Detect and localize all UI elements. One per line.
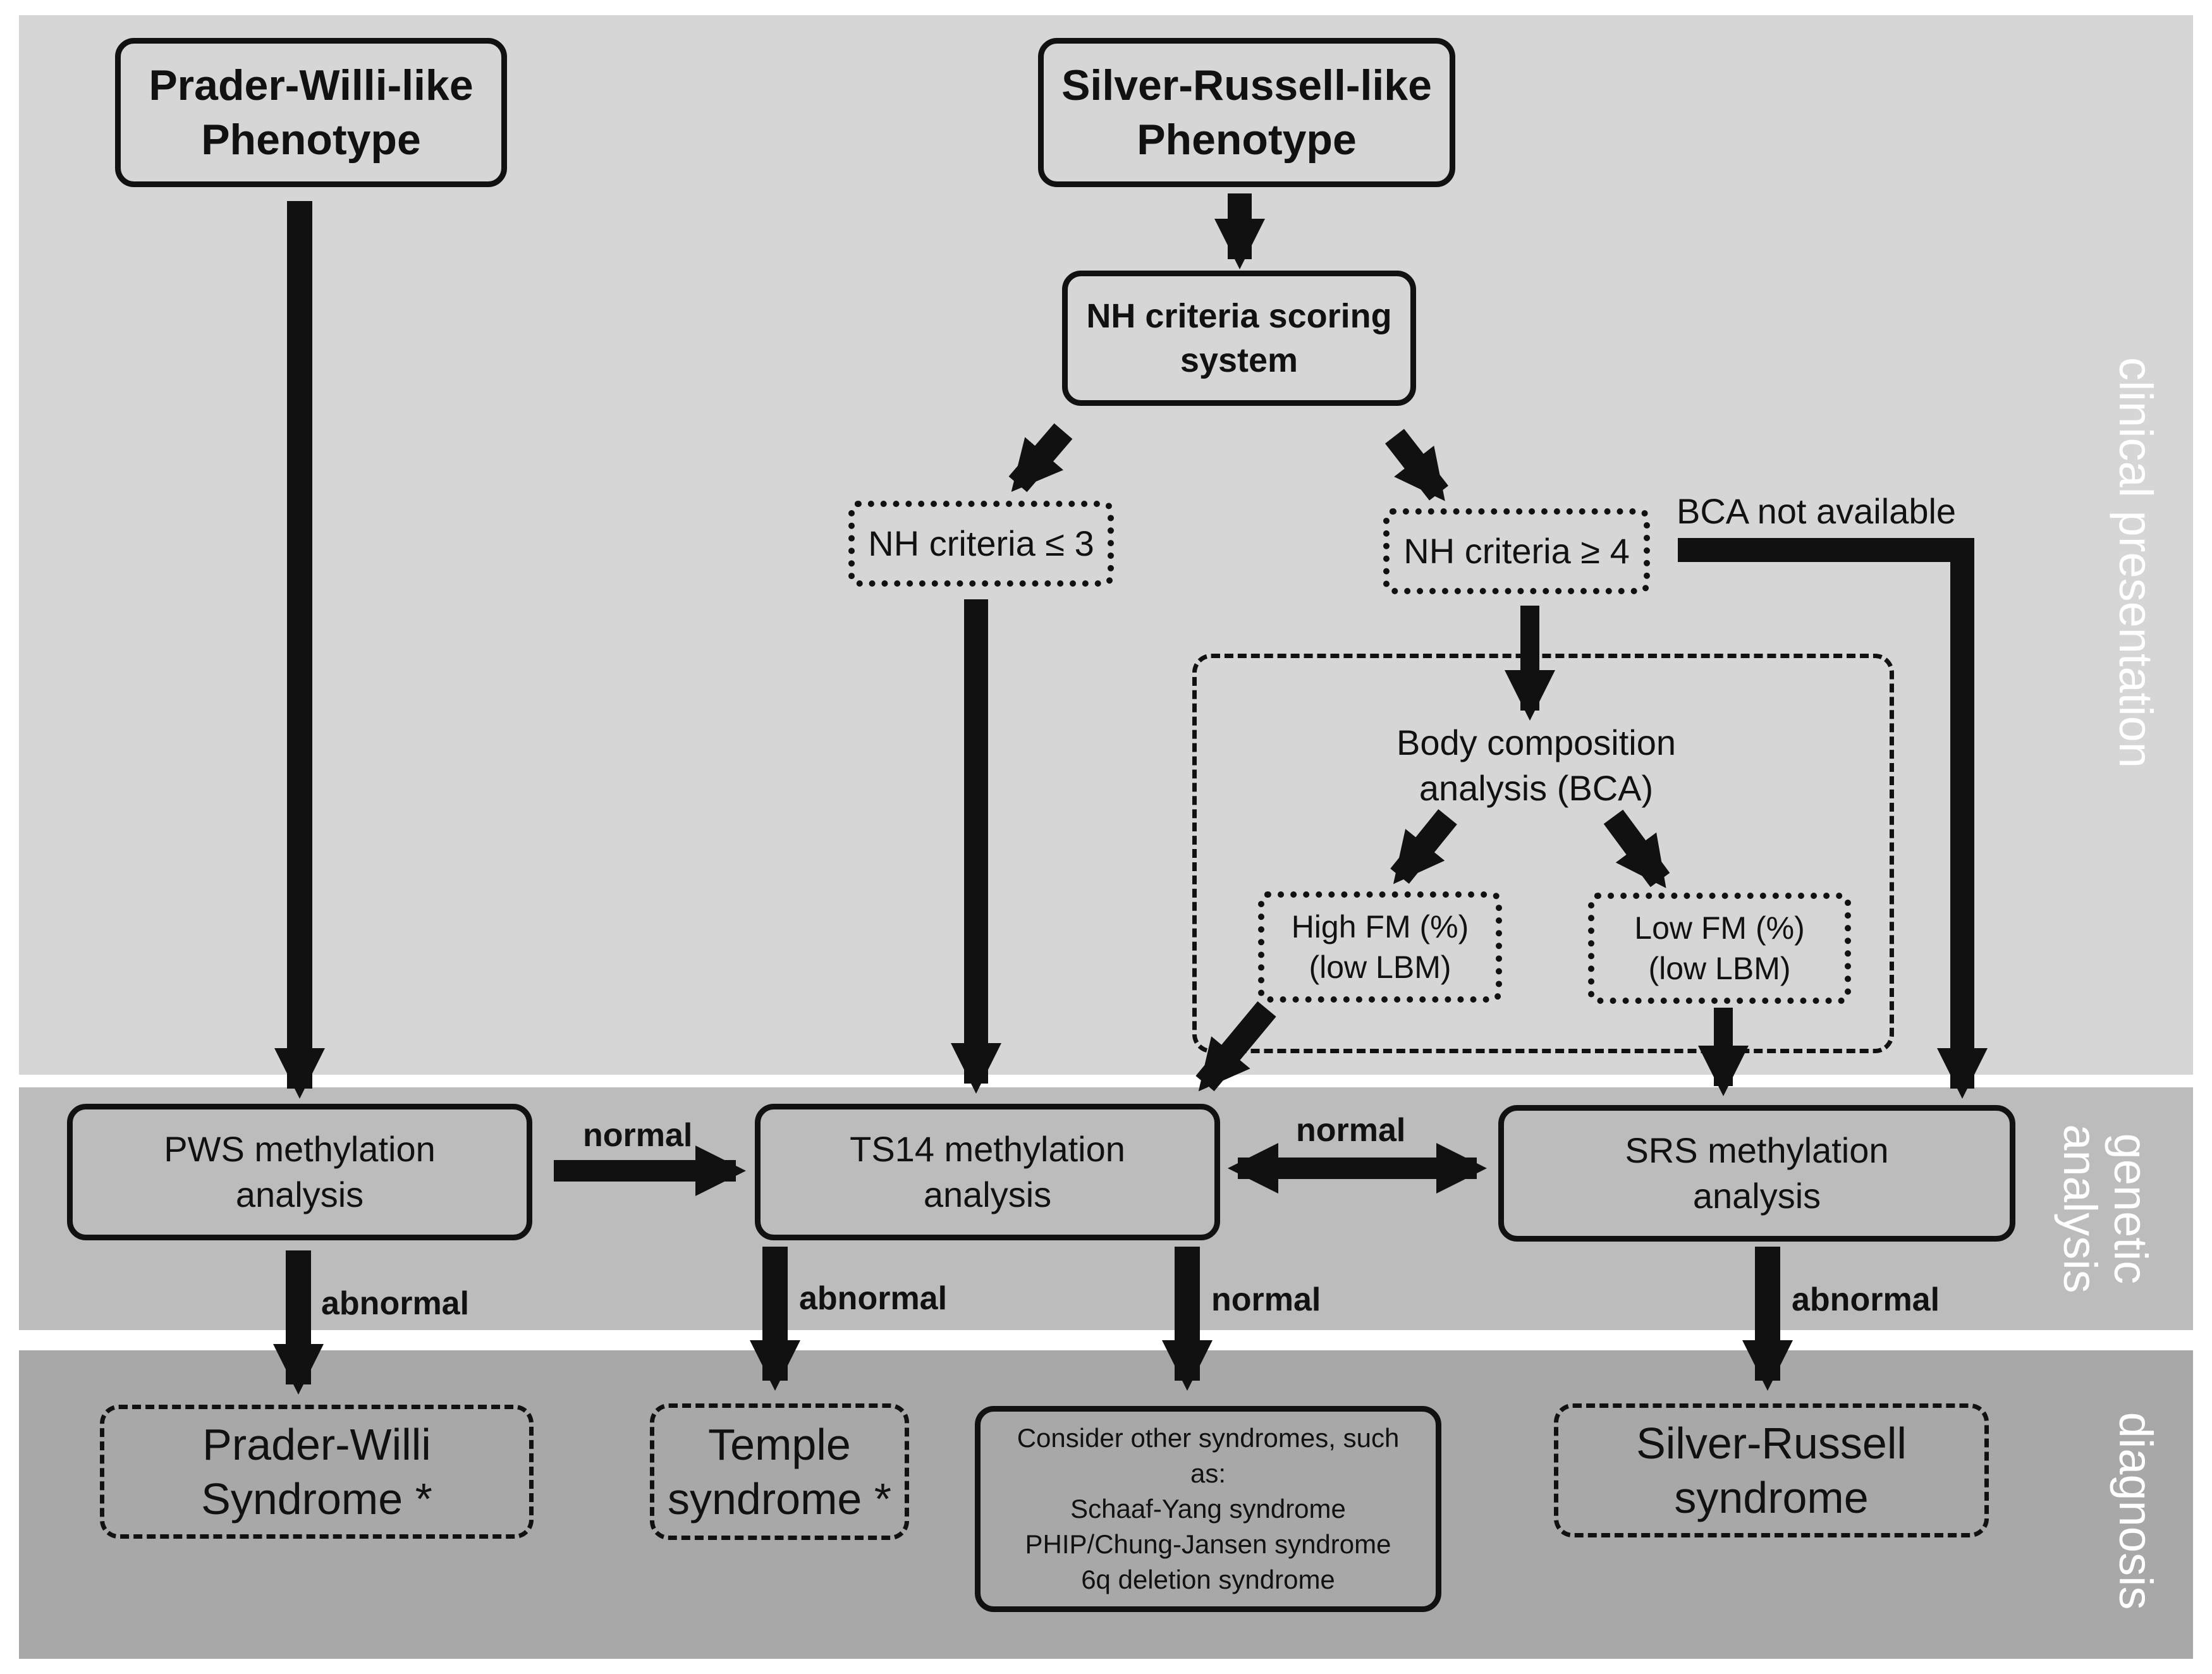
- pwl-line1: Prader-Willi-like: [149, 61, 474, 109]
- pws-line1: PWS methylation: [164, 1129, 436, 1169]
- arrow-bca-to-low: [1603, 809, 1670, 888]
- nh-le3-text: NH criteria ≤ 3: [868, 523, 1094, 563]
- abnormal-label-ts14: abnormal: [799, 1280, 948, 1317]
- nh-scoring-line1: NH criteria scoring: [1086, 297, 1392, 335]
- pw-syndrome-line1: Prader-Willi: [202, 1420, 431, 1469]
- pwl-line2: Phenotype: [201, 116, 421, 164]
- nh-criteria-ge4-box: NH criteria ≥ 4: [1383, 508, 1650, 594]
- normal-label-pws-ts14: normal: [583, 1117, 693, 1154]
- pw-syndrome-line2: Syndrome *: [201, 1474, 432, 1524]
- normal-label-ts14-down: normal: [1211, 1281, 1321, 1318]
- consider-other-syndromes-box: Consider other syndromes, such as: Schaa…: [975, 1406, 1441, 1612]
- silver-russell-like-phenotype-box: Silver-Russell-like Phenotype: [1038, 38, 1455, 187]
- abnormal-label-srs: abnormal: [1792, 1281, 1940, 1318]
- bca-not-available-label: BCA not available: [1677, 491, 1957, 531]
- consider-line4: PHIP/Chung-Jansen syndrome: [1025, 1529, 1391, 1559]
- high-fm-box: High FM (%) (low LBM): [1258, 891, 1502, 1003]
- bca-line2: analysis (BCA): [1419, 768, 1654, 808]
- abnormal-label-pws: abnormal: [321, 1285, 470, 1322]
- nh-criteria-scoring-box: NH criteria scoring system: [1062, 271, 1416, 406]
- silver-russell-syndrome-box: Silver-Russell syndrome: [1554, 1403, 1989, 1537]
- srl-line1: Silver-Russell-like: [1061, 61, 1432, 109]
- srs-line2: analysis: [1692, 1176, 1821, 1216]
- srs-line1: SRS methylation: [1625, 1130, 1889, 1170]
- nh-ge4-text: NH criteria ≥ 4: [1403, 531, 1630, 571]
- low-fm-line2: (low LBM): [1648, 951, 1791, 986]
- prader-willi-syndrome-box: Prader-Willi Syndrome *: [100, 1405, 534, 1539]
- pws-methylation-analysis-box: PWS methylation analysis: [67, 1104, 532, 1240]
- sr-syndrome-line1: Silver-Russell: [1636, 1419, 1907, 1468]
- body-composition-analysis-label: Body composition analysis (BCA): [1353, 718, 1720, 813]
- arrow-bca-to-high: [1390, 809, 1457, 884]
- temple-line2: syndrome *: [667, 1474, 892, 1524]
- sr-syndrome-line2: syndrome: [1674, 1473, 1869, 1522]
- low-fm-line1: Low FM (%): [1634, 910, 1805, 946]
- high-fm-line1: High FM (%): [1291, 909, 1469, 944]
- bca-group-container: [1192, 654, 1894, 1053]
- ts14-line2: analysis: [923, 1175, 1052, 1214]
- temple-line1: Temple: [708, 1420, 851, 1469]
- high-fm-line2: (low LBM): [1309, 950, 1451, 985]
- consider-line2: as:: [1190, 1458, 1226, 1488]
- srl-line2: Phenotype: [1137, 116, 1357, 164]
- ts14-line1: TS14 methylation: [850, 1129, 1125, 1169]
- pws-line2: analysis: [235, 1175, 364, 1214]
- srs-methylation-analysis-box: SRS methylation analysis: [1498, 1105, 2015, 1242]
- temple-syndrome-box: Temple syndrome *: [650, 1403, 909, 1540]
- arrow-ge4-to-srs-bca-na: [1678, 538, 1988, 1099]
- arrow-nh-to-le3: [1008, 423, 1073, 492]
- bca-line1: Body composition: [1396, 723, 1676, 762]
- normal-label-ts14-srs: normal: [1296, 1112, 1406, 1149]
- ts14-methylation-analysis-box: TS14 methylation analysis: [755, 1104, 1220, 1240]
- low-fm-box: Low FM (%) (low LBM): [1588, 893, 1851, 1004]
- prader-willi-like-phenotype-box: Prader-Willi-like Phenotype: [115, 38, 507, 187]
- consider-line5: 6q deletion syndrome: [1081, 1565, 1335, 1594]
- nh-criteria-le3-box: NH criteria ≤ 3: [848, 501, 1114, 587]
- arrow-nh-to-ge4: [1385, 429, 1448, 501]
- arrow-high-to-ts14: [1195, 1001, 1276, 1092]
- consider-line1: Consider other syndromes, such: [1017, 1423, 1400, 1453]
- nh-scoring-line2: system: [1180, 341, 1298, 379]
- consider-line3: Schaaf-Yang syndrome: [1070, 1494, 1346, 1524]
